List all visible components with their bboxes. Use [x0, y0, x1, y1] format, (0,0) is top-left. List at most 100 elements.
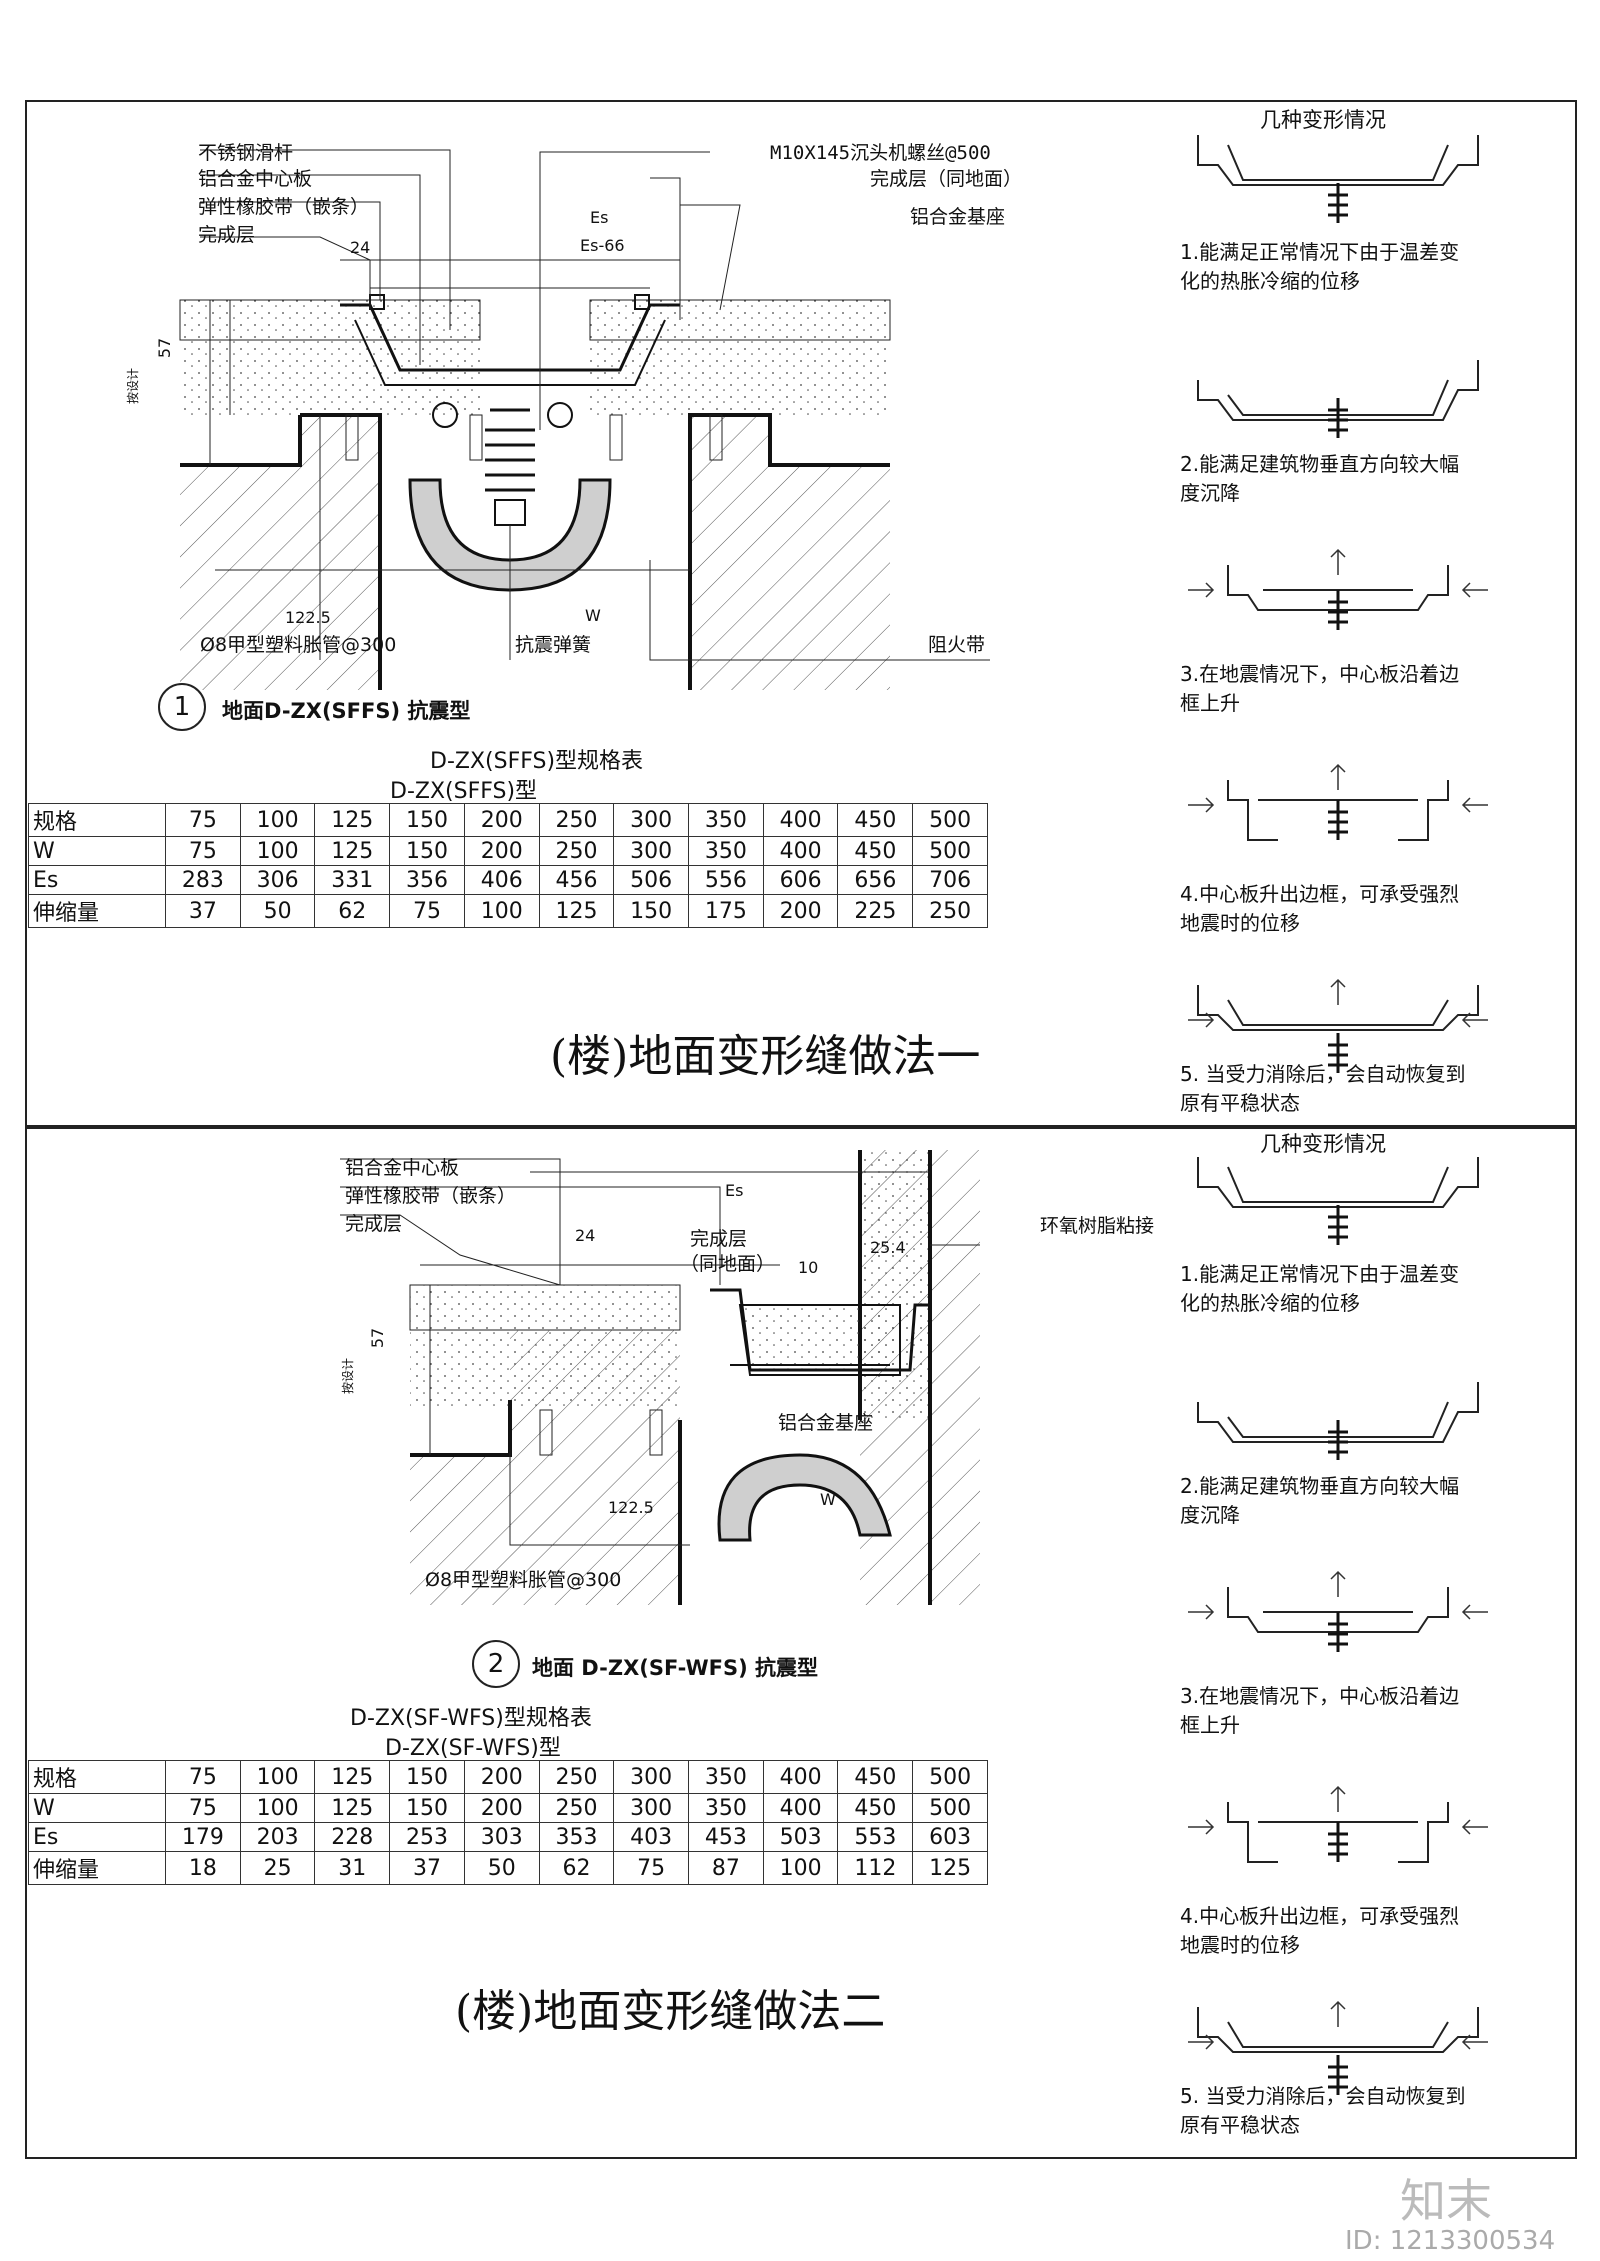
label-screw: M10X145沉头机螺丝@500 [770, 142, 991, 164]
detail-2-section-drawing [340, 1150, 980, 1605]
case-sketch-1 [1188, 1147, 1488, 1252]
table-cell: 228 [314, 1822, 391, 1852]
table-cell: 306 [239, 865, 316, 895]
label-center-plate-2: 铝合金中心板 [345, 1157, 460, 1179]
dim-es-2: Es [725, 1181, 744, 1200]
top-frame [25, 100, 1577, 1129]
dim-es: Es [590, 208, 609, 227]
case-text-3: 3.在地震情况下，中心板沿着边框上升 [1180, 1684, 1460, 1737]
table-cell: 450 [837, 1760, 914, 1794]
table-cell: 303 [463, 1822, 540, 1852]
dim-122-5: 122.5 [285, 608, 331, 627]
table-cell: 37 [389, 1851, 465, 1885]
dim-57-2: 57 [368, 1327, 388, 1349]
case-sketch-5 [1188, 975, 1488, 1080]
table-cell: 250 [538, 836, 615, 866]
table-cell: 500 [912, 1793, 988, 1823]
table-cell: 200 [463, 836, 540, 866]
table-cell: 100 [463, 894, 540, 928]
table-cell: 50 [463, 1851, 540, 1885]
table-cell: 125 [314, 803, 391, 837]
table-cell: 500 [912, 836, 988, 866]
table-cell: 331 [314, 865, 391, 895]
deformation-sketch [1188, 2000, 1488, 2095]
table-cell: 125 [314, 1760, 391, 1794]
row-header: 伸缩量 [28, 894, 166, 928]
table-cell: 62 [538, 1851, 615, 1885]
deformation-sketch [1197, 1382, 1479, 1460]
case-text-2: 2.能满足建筑物垂直方向较大幅度沉降 [1180, 452, 1460, 505]
table-cell: 150 [613, 894, 690, 928]
table-cell: 253 [389, 1822, 465, 1852]
table-cell: 112 [837, 1851, 914, 1885]
label-rubber-strip-2: 弹性橡胶带（嵌条） [345, 1185, 517, 1207]
side-heading-1: 几种变形情况 [1260, 108, 1386, 132]
label-fire-strip: 阻火带 [928, 634, 986, 656]
detail-1-number: 1 [158, 683, 206, 731]
table-cell: 150 [389, 803, 465, 837]
dim-es-66: Es-66 [580, 236, 625, 255]
case-text-4: 4.中心板升出边框，可承受强烈地震时的位移 [1180, 882, 1460, 935]
table-cell: 150 [389, 1760, 465, 1794]
table-cell: 450 [837, 1793, 914, 1823]
side-heading-2: 几种变形情况 [1260, 1132, 1386, 1156]
table-cell: 400 [762, 1760, 839, 1794]
deformation-sketch [1197, 360, 1479, 438]
row-header: W [28, 1793, 166, 1823]
table-2-title: D-ZX(SF-WFS)型规格表 [350, 1706, 592, 1731]
case-sketch-4 [1188, 1782, 1488, 1887]
table-cell: 150 [389, 1793, 465, 1823]
table-cell: 456 [538, 865, 615, 895]
label-finish-same-2: 完成层 [690, 1228, 748, 1250]
table-cell: 250 [538, 803, 615, 837]
table-cell: 656 [837, 865, 914, 895]
dim-24: 24 [350, 238, 371, 257]
table-1-subtitle: D-ZX(SFFS)型 [390, 779, 538, 804]
table-cell: 556 [688, 865, 764, 895]
table-cell: 203 [239, 1822, 316, 1852]
row-header: Es [28, 865, 166, 895]
table-cell: 300 [613, 836, 690, 866]
case-sketch-4 [1188, 760, 1488, 865]
table-cell: 75 [165, 803, 241, 837]
case-text-1: 1.能满足正常情况下由于温差变化的热胀冷缩的位移 [1180, 240, 1460, 293]
detail-2-caption: 地面 D-ZX(SF-WFS) 抗震型 [532, 1656, 819, 1680]
case-sketch-3 [1188, 1567, 1488, 1672]
label-finish-layer-2: 完成层 [345, 1213, 403, 1235]
table-cell: 300 [613, 803, 690, 837]
dim-10: 10 [798, 1258, 819, 1277]
table-cell: 75 [165, 1793, 241, 1823]
table-cell: 300 [613, 1760, 690, 1794]
label-finish-same: 完成层（同地面） [870, 168, 1023, 190]
table-cell: 75 [165, 1760, 241, 1794]
case-text-5: 5. 当受力消除后，会自动恢复到原有平稳状态 [1180, 1062, 1466, 1115]
detail-1-caption: 地面D-ZX(SFFS) 抗震型 [222, 699, 471, 723]
row-header: 规格 [28, 803, 166, 837]
table-cell: 403 [613, 1822, 690, 1852]
deformation-sketch [1188, 978, 1488, 1073]
table-cell: 31 [314, 1851, 391, 1885]
deformation-sketch [1197, 1157, 1479, 1245]
table-cell: 250 [912, 894, 988, 928]
table-cell: 606 [762, 865, 839, 895]
case-sketch-5 [1188, 1997, 1488, 2102]
case-sketch-1 [1188, 125, 1488, 230]
row-header: 规格 [28, 1760, 166, 1794]
table-2-subtitle: D-ZX(SF-WFS)型 [385, 1736, 561, 1761]
table-cell: 603 [912, 1822, 988, 1852]
row-header: 伸缩量 [28, 1851, 166, 1885]
table-cell: 200 [463, 1793, 540, 1823]
table-cell: 500 [912, 803, 988, 837]
dim-w: W [585, 606, 601, 625]
table-cell: 87 [688, 1851, 764, 1885]
watermark-logo: 知末 [1400, 2174, 1492, 2228]
table-cell: 75 [613, 1851, 690, 1885]
table-cell: 179 [165, 1822, 241, 1852]
case-sketch-2 [1188, 340, 1488, 445]
table-cell: 350 [688, 836, 764, 866]
